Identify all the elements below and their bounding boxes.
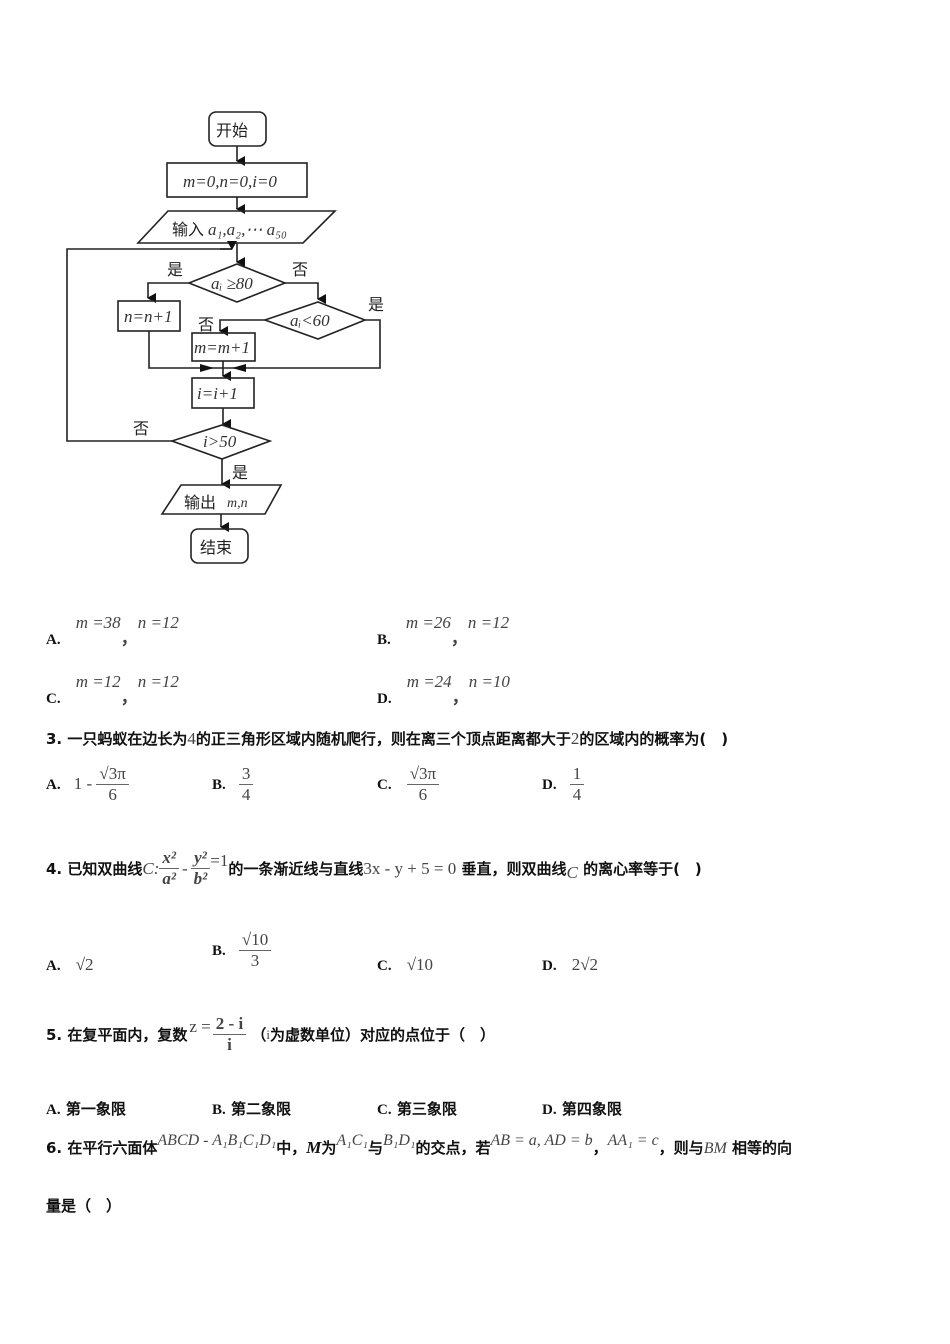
input-vars: a₁,a₂,⋯ a₅₀: [208, 220, 287, 239]
q4-option-d[interactable]: D. 2√2: [542, 955, 599, 974]
input-prefix: 输入: [172, 220, 204, 239]
cond1-no: 否: [292, 260, 308, 279]
i-update-label: i=i+1: [197, 384, 238, 403]
q4-option-c[interactable]: C. √10: [377, 955, 434, 974]
start-label: 开始: [216, 121, 248, 140]
output-prefix: 输出: [184, 493, 216, 512]
q5-option-a[interactable]: A. 第一象限: [46, 1100, 126, 1118]
cond1-yes: 是: [167, 260, 183, 279]
q3-question: 3. 一只蚂蚁在边长为4的正三角形区域内随机爬行，则在离三个顶点距离都大于2的区…: [46, 729, 729, 748]
q5-option-b[interactable]: B. 第二象限: [212, 1100, 292, 1118]
cond3-label: i>50: [203, 432, 237, 451]
cond2-yes: 是: [368, 295, 384, 314]
q6-question-line2: 量是（ ）: [46, 1197, 122, 1215]
cond2-label: aᵢ<60: [290, 311, 330, 330]
cond3-yes: 是: [232, 463, 248, 482]
q2-option-b[interactable]: B. m =26，n =12: [377, 613, 510, 648]
output-node: [160, 484, 283, 515]
q5-option-d[interactable]: D. 第四象限: [542, 1100, 622, 1118]
q4-option-a[interactable]: A. √2: [46, 955, 94, 974]
m-update-label: m=m+1: [194, 338, 250, 357]
cond2-no: 否: [198, 315, 214, 334]
q2-option-a[interactable]: A. m =38，n =12: [46, 613, 179, 648]
cond3-no: 否: [133, 419, 149, 438]
output-vars: m,n: [227, 496, 248, 511]
q6-question: 6. 在平行六面体ABCD - A₁B₁C₁D₁中，M为A₁C₁与B₁D₁的交点…: [46, 1132, 793, 1157]
input-node: [136, 210, 337, 244]
cond3-node: [169, 424, 273, 460]
flowchart: 开始 m=0,n=0,i=0 输入 a₁,a₂,⋯ a₅₀ aᵢ ≥80 是 否…: [66, 111, 384, 564]
q5-option-c[interactable]: C. 第三象限: [377, 1100, 457, 1118]
cond1-label: aᵢ ≥80: [211, 274, 253, 293]
q2-option-d[interactable]: D. m =24，n =10: [377, 672, 510, 707]
q2-option-c[interactable]: C. m =12，n =12: [46, 672, 179, 707]
n-update-label: n=n+1: [124, 307, 172, 326]
end-node: [190, 528, 249, 564]
init-label: m=0,n=0,i=0: [183, 172, 277, 191]
end-label: 结束: [200, 538, 232, 557]
